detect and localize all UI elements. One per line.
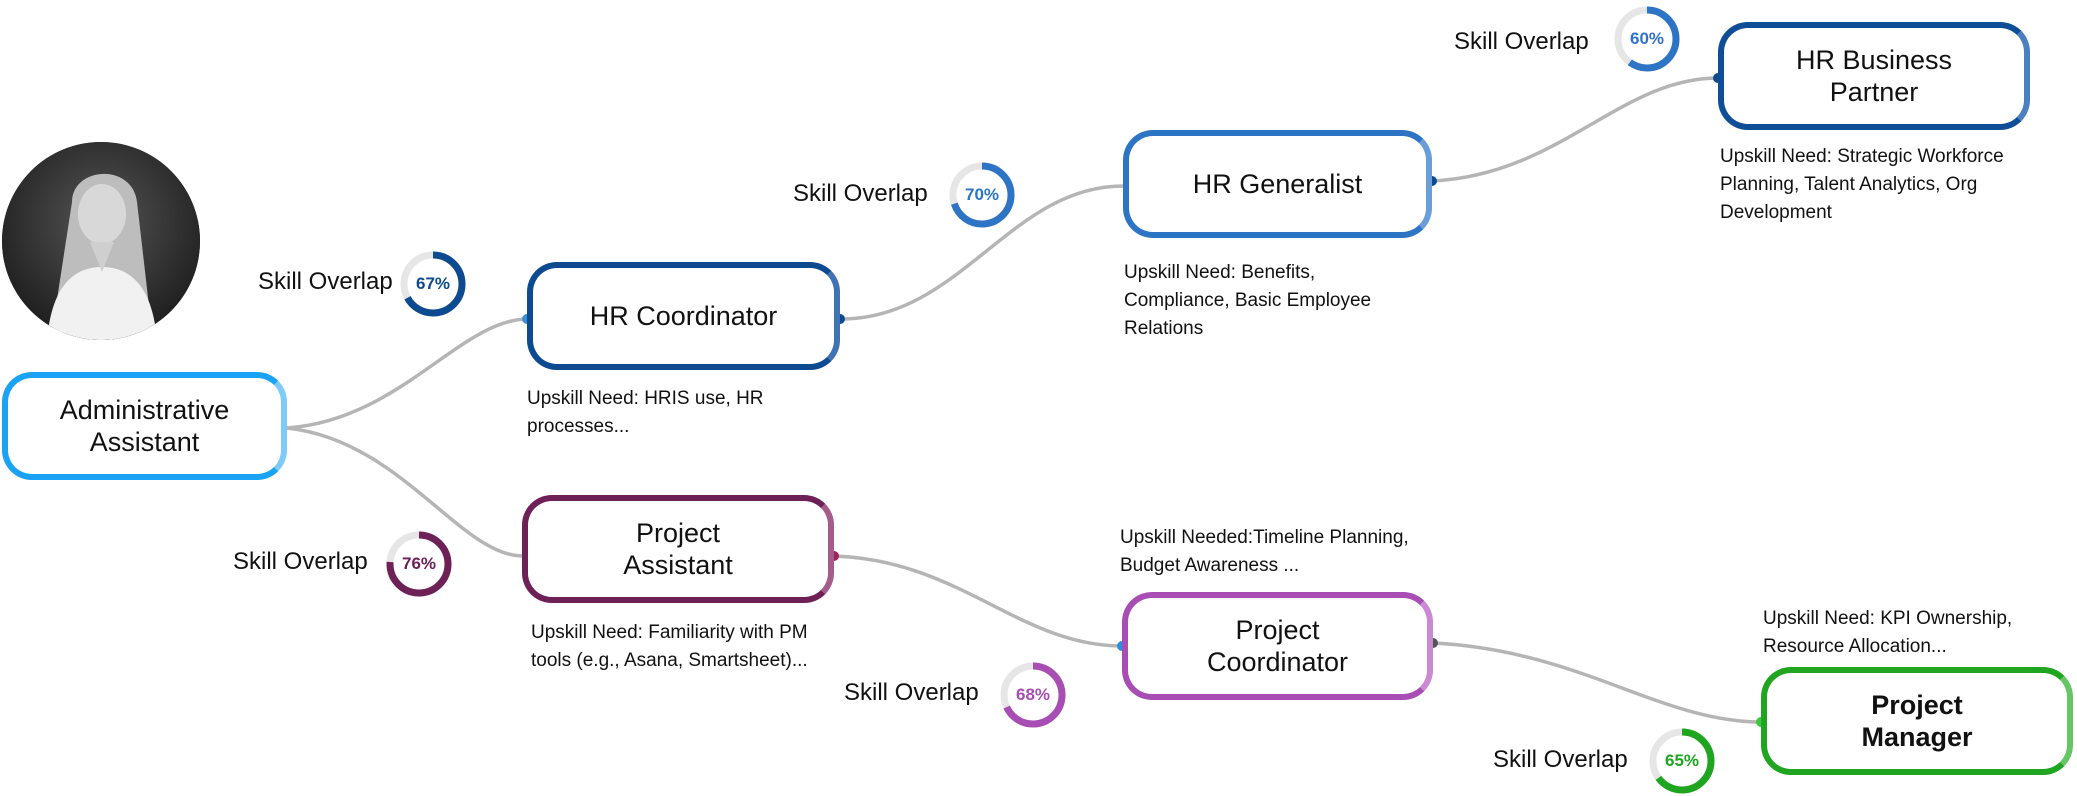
link-admin-to-project-assistant [286,426,523,558]
skill-overlap-percent: 67% [415,274,451,293]
skill-overlap-label: Skill Overlap [1493,746,1628,773]
upskill-note: Upskill Need: Benefits, Compliance, Basi… [1124,262,1372,339]
link-admin-to-hr-coordinator [286,317,528,430]
progress-ring-graphic [400,251,466,317]
skill-overlap-ring: 60% [1612,4,1682,74]
node-label: HR Coordinator [589,301,778,331]
skill-overlap-label: Skill Overlap [258,268,393,295]
node-hr-coordinator[interactable]: HR Coordinator [527,262,840,370]
ring-fill [400,251,466,317]
link-hr-coordinator-to-hr-generalist [839,184,1124,321]
node-administrative-assistant[interactable]: Administrative Assistant [2,372,287,480]
skill-overlap-label: Skill Overlap [233,548,368,575]
skill-overlap-label: Skill Overlap [793,180,928,207]
ring-fill [949,162,1015,228]
progress-ring-graphic [1649,728,1715,794]
skill-overlap-percent: 70% [964,185,1000,204]
upskill-note: Upskill Need: KPI Ownership, Resource Al… [1763,608,2013,657]
node-project-manager[interactable]: Project Manager [1761,667,2073,775]
node-label: HR Generalist [1192,169,1363,199]
skill-overlap-label: Skill Overlap [1454,28,1589,55]
skill-overlap-ring: 68% [998,660,1068,730]
progress-ring-graphic [386,531,452,597]
node-label: Project Coordinator [1206,615,1349,677]
progress-ring-graphic [1000,662,1066,728]
upskill-note: Upskill Need: Strategic Workforce Planni… [1720,146,2004,223]
node-label: Project Assistant [623,518,733,580]
upskill-note: Upskill Needed:Timeline Planning, Budget… [1120,527,1409,576]
skill-overlap-percent: 65% [1664,751,1700,770]
skill-overlap-ring: 67% [398,249,468,319]
node-hr-business-partner[interactable]: HR Business Partner [1718,22,2030,130]
link-hr-generalist-to-hr-business-partner [1431,76,1719,183]
progress-ring-graphic [1614,6,1680,72]
skill-overlap-percent: 76% [401,554,437,573]
profile-avatar [2,142,200,340]
upskill-note: Upskill Need: HRIS use, HR processes... [527,388,764,437]
upskill-note: Upskill Need: Familiarity with PM tools … [531,622,808,671]
skill-overlap-percent: 68% [1015,685,1051,704]
skill-overlap-ring: 65% [1647,726,1717,796]
skill-overlap-label: Skill Overlap [844,679,979,706]
node-project-assistant[interactable]: Project Assistant [522,495,834,603]
ring-fill [1649,728,1715,794]
skill-overlap-ring: 76% [384,529,454,599]
skill-overlap-percent: 60% [1629,29,1665,48]
ring-fill [1000,662,1066,728]
ring-fill [1614,6,1680,72]
skill-overlap-ring: 70% [947,160,1017,230]
link-project-assistant-to-project-coordinator [833,554,1123,648]
progress-ring-graphic [949,162,1015,228]
link-project-coordinator-to-project-manager [1432,641,1762,724]
node-project-coordinator[interactable]: Project Coordinator [1122,592,1433,700]
node-label: Administrative Assistant [59,395,230,457]
ring-fill [386,531,452,597]
node-label: Project Manager [1861,690,1973,752]
node-label: HR Business Partner [1795,45,1953,107]
node-hr-generalist[interactable]: HR Generalist [1123,130,1432,238]
